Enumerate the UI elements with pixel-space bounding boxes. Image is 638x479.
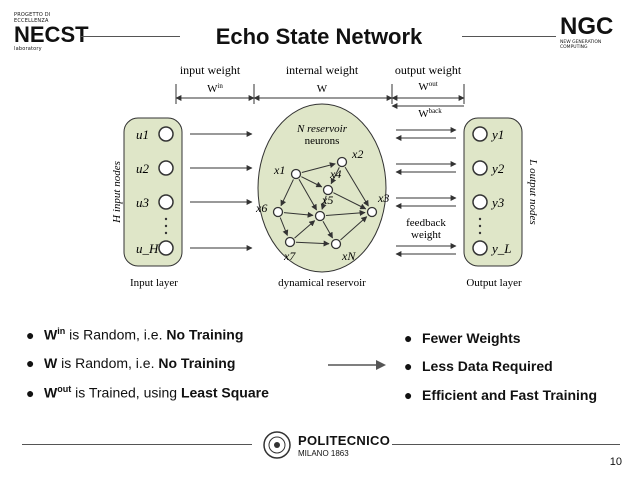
bullet-left-2: ●W is Random, i.e. No Training: [26, 355, 236, 371]
bullet-right-3: ●Efficient and Fast Training: [404, 387, 598, 403]
reservoir-edge: [322, 220, 333, 239]
reservoir-neuron: [322, 184, 334, 196]
reservoir-neuron: [290, 168, 302, 180]
politecnico-logo: POLITECNICO MILANO 1863: [262, 430, 390, 462]
reservoir-edge: [325, 209, 366, 217]
output-node: [472, 194, 488, 210]
bullet-left-1: ●Win is Random, i.e. No Training: [26, 326, 244, 343]
ngc-logo-name: NGC: [560, 13, 614, 40]
input-node: [158, 160, 174, 176]
bullet-right-1: ●Fewer Weights: [404, 330, 521, 346]
header-rule-left: [80, 36, 180, 37]
ellipsis-dot: [164, 231, 168, 235]
reservoir-neuron: [336, 156, 348, 168]
bullet-right-2: ●Less Data Required: [404, 358, 553, 374]
input-node-label: u2: [136, 161, 150, 176]
ellipsis-dot: [478, 217, 482, 221]
input-node-label: u1: [136, 127, 149, 142]
reservoir-title: N reservoir: [296, 123, 348, 135]
feedback-label: feedback: [406, 217, 446, 229]
input-node: [158, 126, 174, 142]
reservoir-edge: [330, 167, 340, 185]
output-layer-box: [463, 117, 523, 267]
necst-logo-name: NECST: [14, 22, 89, 47]
w-back-symbol: Wback: [418, 107, 442, 120]
output-layer-label: Output layer: [466, 277, 522, 289]
w-in-symbol: Win: [207, 82, 223, 95]
ngc-logo-text: NEW GENERATION COMPUTING: [560, 40, 602, 50]
input-node: [158, 194, 174, 210]
output-node: [472, 126, 488, 142]
reservoir-edge: [320, 195, 327, 210]
reservoir-edge: [333, 192, 367, 210]
ngc-logo: NGC NEW GENERATION COMPUTING: [560, 14, 630, 54]
reservoir-neuron: [330, 238, 342, 250]
ellipsis-dot: [164, 224, 168, 228]
reservoir-neuron-label: x5: [321, 193, 333, 207]
esn-diagram: input weight internal weight output weig…: [111, 63, 539, 289]
output-weight-label: output weight: [395, 63, 462, 77]
necst-logo-bottom-text: laboratory: [14, 46, 42, 52]
output-node-label: y3: [490, 195, 505, 210]
reservoir-neuron: [284, 236, 296, 248]
bullet-left-3: ●Wout is Trained, using Least Square: [26, 384, 269, 401]
reservoir-edge: [301, 162, 336, 173]
politecnico-sub: MILANO 1863: [298, 449, 349, 458]
input-layer-box: [123, 117, 183, 267]
reservoir-neuron: [314, 210, 326, 222]
reservoir-label: dynamical reservoir: [278, 277, 366, 289]
input-node-label: u_H: [136, 241, 159, 256]
reservoir-edge: [344, 166, 369, 207]
input-weight-label: input weight: [180, 63, 241, 77]
internal-weight-label: internal weight: [286, 63, 359, 77]
input-node-label: u3: [136, 195, 150, 210]
reservoir-neuron-label: xN: [341, 249, 356, 263]
output-node: [472, 240, 488, 256]
footer-rule-left: [22, 444, 252, 445]
ellipsis-dot: [478, 224, 482, 228]
input-layer-label: Input layer: [130, 277, 178, 289]
arrow-icon: [328, 360, 386, 370]
page-number: 10: [609, 456, 622, 468]
politecnico-seal-icon: [263, 431, 291, 459]
reservoir-neuron-label: x7: [283, 249, 296, 263]
reservoir-neuron-label: x2: [351, 147, 363, 161]
reservoir-edge: [283, 211, 314, 218]
reservoir-edge: [295, 240, 330, 247]
necst-logo: PROGETTO DI ECCELLENZA NECST laboratory: [14, 12, 89, 52]
necst-logo-top-text: PROGETTO DI ECCELLENZA: [14, 12, 51, 24]
reservoir-edge: [279, 217, 289, 237]
output-nodes-side-label: L output nodes: [527, 158, 539, 224]
reservoir-neuron: [272, 206, 284, 218]
politecnico-name: POLITECNICO: [298, 433, 391, 448]
reservoir-edge: [301, 176, 323, 188]
input-node: [158, 240, 174, 256]
slide-title: Echo State Network: [215, 24, 423, 49]
output-node-label: y2: [490, 161, 505, 176]
output-node: [472, 160, 488, 176]
ellipsis-dot: [164, 217, 168, 221]
output-node-label: y_L: [490, 241, 512, 256]
reservoir-edge: [280, 179, 294, 207]
ellipsis-dot: [478, 231, 482, 235]
input-nodes-side-label: H input nodes: [111, 161, 123, 224]
reservoir-neuron-label: x4: [329, 167, 341, 181]
reservoir-subtitle: neurons: [305, 135, 340, 147]
reservoir-neuron-label: x6: [255, 201, 267, 215]
reservoir-ellipse: [257, 103, 387, 273]
feedback-label-2: weight: [411, 229, 441, 241]
reservoir-neuron: [366, 206, 378, 218]
reservoir-neuron-label: x1: [273, 163, 285, 177]
reservoir-neuron-label: x3: [377, 191, 389, 205]
w-out-symbol: Wout: [418, 80, 437, 93]
footer-rule-right: [392, 444, 620, 445]
output-node-label: y1: [490, 127, 504, 142]
w-symbol: W: [317, 83, 328, 95]
reservoir-edge: [298, 178, 317, 211]
header-rule-right: [462, 36, 556, 37]
reservoir-edge: [294, 220, 316, 239]
reservoir-edge: [340, 216, 368, 241]
